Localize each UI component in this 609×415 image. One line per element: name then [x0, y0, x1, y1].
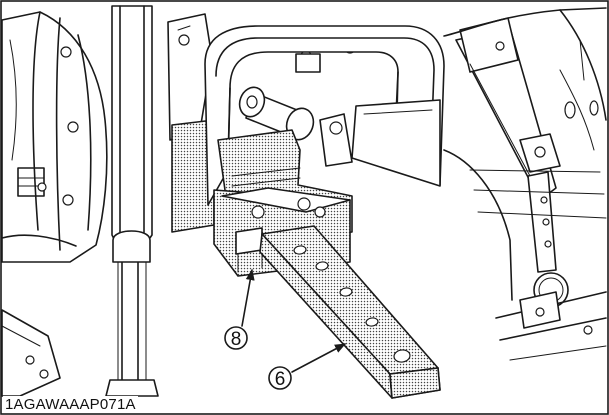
- lower-left-bracket: [1, 309, 61, 397]
- drawbar: [259, 225, 441, 399]
- callout-8-label: 8: [231, 329, 242, 350]
- right-lift-link: [455, 17, 569, 308]
- right-tractor-frame: [443, 7, 607, 361]
- left-vertical-link: [105, 5, 159, 397]
- left-axle-hub: [1, 11, 108, 263]
- figure-code: 1AGAWAAAP071A: [3, 396, 138, 413]
- callout-8: 8: [224, 268, 255, 350]
- callout-6: 6: [268, 343, 346, 390]
- callout-6-label: 6: [275, 369, 286, 390]
